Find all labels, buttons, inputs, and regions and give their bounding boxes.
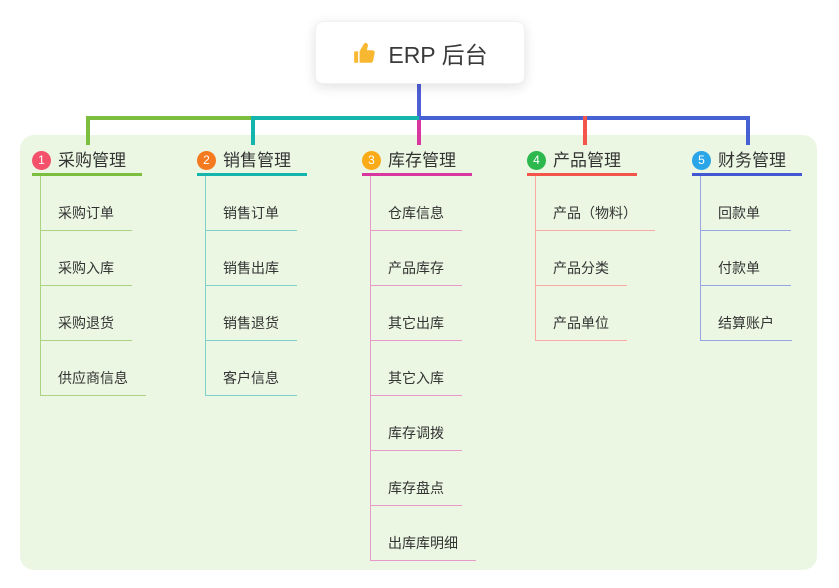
branch-purchase-children: 采购订单 采购入库 采购退货 供应商信息 <box>40 176 146 396</box>
connector-drop-purchase <box>86 116 90 145</box>
branch-sales: 2 销售管理 销售订单 销售出库 销售退货 客户信息 <box>197 148 307 396</box>
branch-sales-children: 销售订单 销售出库 销售退货 客户信息 <box>205 176 297 396</box>
connector-bus-teal <box>251 116 419 120</box>
child-node[interactable]: 采购退货 <box>41 286 132 341</box>
branch-label: 销售管理 <box>223 151 291 170</box>
child-node[interactable]: 产品单位 <box>536 286 627 341</box>
branch-label: 库存管理 <box>388 151 456 170</box>
branches-panel <box>20 135 817 570</box>
connector-root-vertical <box>417 82 421 118</box>
child-node[interactable]: 出库库明细 <box>371 506 476 561</box>
root-node[interactable]: ERP 后台 <box>315 21 525 84</box>
child-node[interactable]: 产品库存 <box>371 231 462 286</box>
branch-label: 产品管理 <box>553 151 621 170</box>
branch-number-badge: 4 <box>527 151 546 170</box>
child-node[interactable]: 销售退货 <box>206 286 297 341</box>
branch-number-badge: 3 <box>362 151 381 170</box>
connector-drop-sales <box>251 116 255 145</box>
branch-finance-children: 回款单 付款单 结算账户 <box>700 176 792 341</box>
branch-purchase-node[interactable]: 1 采购管理 <box>32 148 142 176</box>
branch-label: 采购管理 <box>58 151 126 170</box>
branch-number-badge: 1 <box>32 151 51 170</box>
root-label: ERP 后台 <box>388 41 488 68</box>
branch-number-badge: 2 <box>197 151 216 170</box>
child-node[interactable]: 其它入库 <box>371 341 462 396</box>
connector-drop-finance <box>746 116 750 145</box>
branch-inventory: 3 库存管理 仓库信息 产品库存 其它出库 其它入库 库存调拨 库存盘点 出库库… <box>362 148 476 561</box>
branch-finance-node[interactable]: 5 财务管理 <box>692 148 802 176</box>
child-node[interactable]: 客户信息 <box>206 341 297 396</box>
child-node[interactable]: 产品分类 <box>536 231 627 286</box>
thumbs-up-icon <box>352 40 378 66</box>
branch-product-node[interactable]: 4 产品管理 <box>527 148 637 176</box>
child-node[interactable]: 结算账户 <box>701 286 792 341</box>
child-node[interactable]: 产品（物料） <box>536 176 655 231</box>
child-node[interactable]: 回款单 <box>701 176 791 231</box>
branch-inventory-children: 仓库信息 产品库存 其它出库 其它入库 库存调拨 库存盘点 出库库明细 <box>370 176 476 561</box>
child-node[interactable]: 库存调拨 <box>371 396 462 451</box>
child-node[interactable]: 销售出库 <box>206 231 297 286</box>
child-node[interactable]: 库存盘点 <box>371 451 462 506</box>
child-node[interactable]: 采购入库 <box>41 231 132 286</box>
child-node[interactable]: 供应商信息 <box>41 341 146 396</box>
branch-label: 财务管理 <box>718 151 786 170</box>
child-node[interactable]: 销售订单 <box>206 176 297 231</box>
branch-number-badge: 5 <box>692 151 711 170</box>
child-node[interactable]: 采购订单 <box>41 176 132 231</box>
child-node[interactable]: 仓库信息 <box>371 176 462 231</box>
branch-product: 4 产品管理 产品（物料） 产品分类 产品单位 <box>527 148 655 341</box>
connector-drop-product <box>583 116 587 145</box>
child-node[interactable]: 其它出库 <box>371 286 462 341</box>
child-node[interactable]: 付款单 <box>701 231 791 286</box>
branch-sales-node[interactable]: 2 销售管理 <box>197 148 307 176</box>
connector-bus-green <box>86 116 255 120</box>
branch-inventory-node[interactable]: 3 库存管理 <box>362 148 472 176</box>
branch-product-children: 产品（物料） 产品分类 产品单位 <box>535 176 655 341</box>
branch-purchase: 1 采购管理 采购订单 采购入库 采购退货 供应商信息 <box>32 148 146 396</box>
branch-finance: 5 财务管理 回款单 付款单 结算账户 <box>692 148 802 341</box>
connector-drop-inventory <box>417 120 421 145</box>
